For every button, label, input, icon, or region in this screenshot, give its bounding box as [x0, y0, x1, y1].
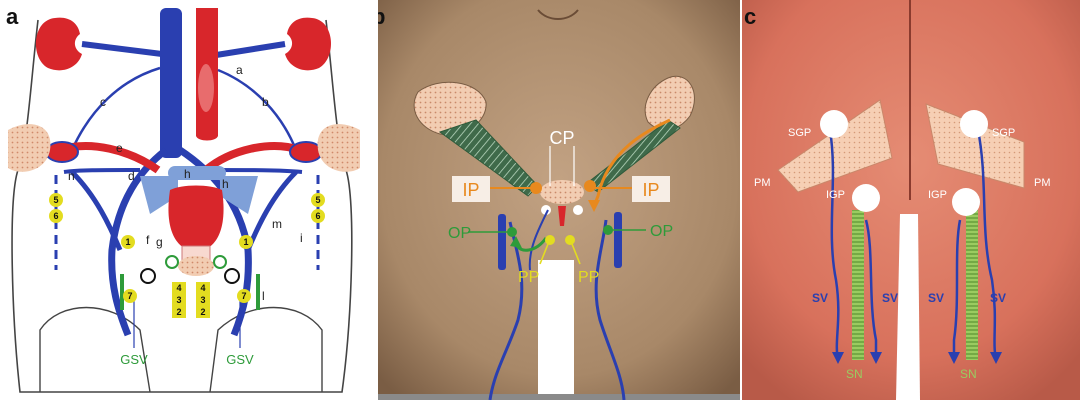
gap-between-legs: [538, 260, 574, 400]
point-1-right-label: 1: [243, 237, 248, 247]
vein-label-a: a: [236, 63, 243, 77]
ip-left-label: IP: [462, 180, 479, 200]
left-kidney: [36, 18, 82, 71]
sn-left-label: SN: [846, 367, 863, 381]
igp-left-label: IGP: [826, 189, 845, 201]
perineal-body: [178, 256, 214, 276]
panel-a-letter: a: [6, 4, 18, 30]
pubic-symphysis: [540, 180, 584, 204]
sn-right-label: SN: [960, 367, 977, 381]
vein-label-i: i: [300, 231, 303, 245]
right-green-bar: [256, 274, 260, 310]
gap-between-legs: [896, 214, 920, 400]
left-hip-bone: [8, 124, 50, 172]
vein-label-b: b: [262, 95, 269, 109]
sv-label-2: SV: [882, 291, 898, 305]
pp-left-point: [545, 235, 555, 245]
pp-left-label: PP: [518, 269, 539, 286]
ip-right-label: IP: [642, 180, 659, 200]
uterus: [168, 186, 223, 253]
sv-label-1: SV: [812, 291, 828, 305]
vein-label-h-right: h: [222, 177, 229, 191]
panel-a: a b c d e f g h h i l m n 5 6 1 7 4: [0, 0, 368, 400]
right-sciatic-nerve: [966, 210, 978, 360]
vein-label-m: m: [272, 217, 282, 231]
op-right-point: [603, 225, 613, 235]
left-sciatic-nerve: [852, 210, 864, 360]
white-dot-right: [573, 205, 583, 215]
vein-label-l: l: [262, 289, 265, 303]
right-renal-vein: [210, 44, 285, 56]
panel-c-letter: c: [744, 4, 756, 30]
vein-label-c: c: [100, 95, 106, 109]
point-3-left-label: 3: [176, 295, 181, 305]
point-5-right-label: 5: [315, 195, 320, 205]
left-black-ring: [141, 269, 155, 283]
right-ovary: [290, 142, 322, 162]
left-gonadal-vein: [72, 68, 160, 150]
leg-outline-right: [210, 308, 322, 393]
point-4-left-label: 4: [176, 283, 181, 293]
left-vertical-vein: [498, 214, 506, 270]
ip-left-point: [530, 182, 542, 194]
left-ovary: [46, 142, 78, 162]
left-green-ring: [166, 256, 178, 268]
left-renal-vein: [82, 44, 162, 54]
panel-b-letter: b: [378, 4, 385, 30]
op-right-label: OP: [650, 223, 673, 240]
vein-label-f: f: [146, 233, 150, 247]
right-green-ring: [214, 256, 226, 268]
cp-label: CP: [549, 128, 574, 148]
right-hip-bone: [318, 124, 360, 172]
sv-label-3: SV: [928, 291, 944, 305]
point-5-left-label: 5: [53, 195, 58, 205]
sgp-right-label: SGP: [992, 127, 1015, 139]
vein-label-e: e: [116, 141, 123, 155]
sgp-left-point: [820, 110, 848, 138]
point-2-right-label: 2: [200, 307, 205, 317]
right-gonadal-vein: [218, 70, 296, 150]
igp-right-point: [952, 188, 980, 216]
aneurysm-highlight: [198, 64, 214, 112]
pm-right-label: PM: [1034, 177, 1051, 189]
panel-c: SGP SGP PM PM IGP IGP SV SV SV SV SN SN …: [742, 0, 1080, 400]
op-left-label: OP: [448, 225, 471, 242]
point-1-left-label: 1: [125, 237, 130, 247]
point-2-left-label: 2: [176, 307, 181, 317]
sv-label-4: SV: [990, 291, 1006, 305]
pm-left-label: PM: [754, 177, 771, 189]
point-7-left-label: 7: [127, 291, 132, 301]
panel-c-diagram: SGP SGP PM PM IGP IGP SV SV SV SV SN SN: [742, 0, 1080, 400]
vein-label-g: g: [156, 235, 163, 249]
igp-left-point: [852, 184, 880, 212]
bottom-bar: [378, 394, 740, 400]
igp-right-label: IGP: [928, 189, 947, 201]
gsv-label-left: GSV: [120, 352, 148, 367]
point-4-right-label: 4: [200, 283, 205, 293]
panel-b: CP IP IP OP OP PP: [378, 0, 740, 400]
pp-right-label: PP: [578, 269, 599, 286]
left-green-bar: [120, 274, 124, 310]
point-6-left-label: 6: [53, 211, 58, 221]
left-femoral-vein: [72, 172, 120, 250]
point-7-right-label: 7: [241, 291, 246, 301]
sgp-left-label: SGP: [788, 127, 811, 139]
gsv-label-right: GSV: [226, 352, 254, 367]
vein-label-d: d: [128, 169, 135, 183]
panel-b-diagram: CP IP IP OP OP PP: [378, 0, 740, 400]
bladder-plexus: [168, 166, 226, 180]
vein-label-n: n: [68, 169, 75, 183]
inferior-vena-cava: [160, 8, 182, 158]
point-6-right-label: 6: [315, 211, 320, 221]
right-kidney: [285, 18, 331, 71]
right-black-ring: [225, 269, 239, 283]
right-vertical-vein: [614, 212, 622, 268]
sgp-right-point: [960, 110, 988, 138]
point-3-right-label: 3: [200, 295, 205, 305]
vein-label-h-left: h: [184, 167, 191, 181]
ip-right-point: [584, 180, 596, 192]
panel-a-diagram: a b c d e f g h h i l m n 5 6 1 7 4: [0, 0, 368, 400]
pp-right-point: [565, 235, 575, 245]
op-left-point: [507, 227, 517, 237]
